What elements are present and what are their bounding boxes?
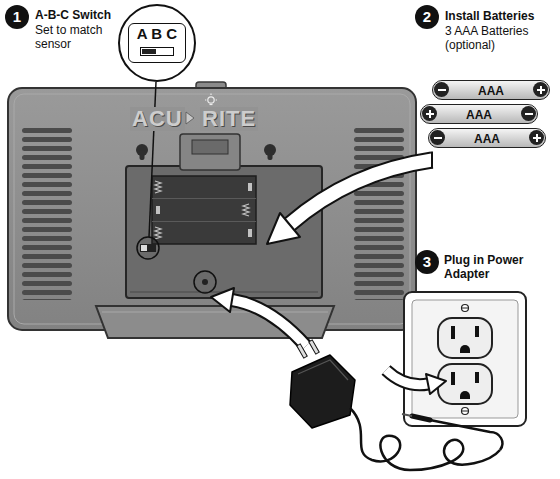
step-title: A-B-C Switch bbox=[35, 8, 119, 22]
terminal-bar bbox=[525, 113, 533, 115]
step-note: Set to match sensor bbox=[35, 23, 115, 51]
brand-logo: ACU bbox=[130, 107, 185, 131]
switch-letters: A B C bbox=[137, 25, 177, 43]
callout-number: 1 bbox=[13, 9, 21, 25]
switch-housing: A B C bbox=[128, 23, 186, 63]
terminal-bar bbox=[540, 86, 542, 94]
terminal-bar bbox=[438, 89, 446, 91]
battery-terminal bbox=[434, 82, 449, 97]
step-note: 3 AAA Batteries (optional) bbox=[445, 24, 551, 52]
battery-terminal bbox=[430, 130, 445, 145]
battery-terminal bbox=[521, 106, 536, 121]
battery-terminal bbox=[533, 82, 548, 97]
step-title: Plug in Power Adapter bbox=[444, 253, 556, 281]
terminal-bar bbox=[429, 110, 431, 118]
battery-label: AAA bbox=[474, 131, 500, 148]
battery-terminal bbox=[529, 130, 544, 145]
callout-number: 3 bbox=[423, 254, 431, 270]
callout-circle: 3 bbox=[415, 250, 439, 274]
switch-inset: A B C bbox=[118, 4, 196, 82]
callout-circle: 2 bbox=[415, 5, 439, 29]
battery-label: AAA bbox=[478, 83, 504, 100]
battery-terminal bbox=[422, 106, 437, 121]
terminal-bar bbox=[434, 137, 442, 139]
aaa-battery: AAA bbox=[420, 104, 538, 124]
switch-slot bbox=[140, 47, 174, 56]
step-title: Install Batteries bbox=[445, 9, 557, 23]
aaa-battery: AAA bbox=[428, 128, 546, 148]
aaa-battery: AAA bbox=[432, 80, 550, 100]
callout-circle: 1 bbox=[5, 5, 29, 29]
battery-label: AAA bbox=[466, 107, 492, 124]
callout-number: 2 bbox=[423, 9, 431, 25]
terminal-bar bbox=[536, 134, 538, 142]
brand-logo: RITE bbox=[200, 107, 258, 131]
switch-knob bbox=[142, 49, 156, 54]
